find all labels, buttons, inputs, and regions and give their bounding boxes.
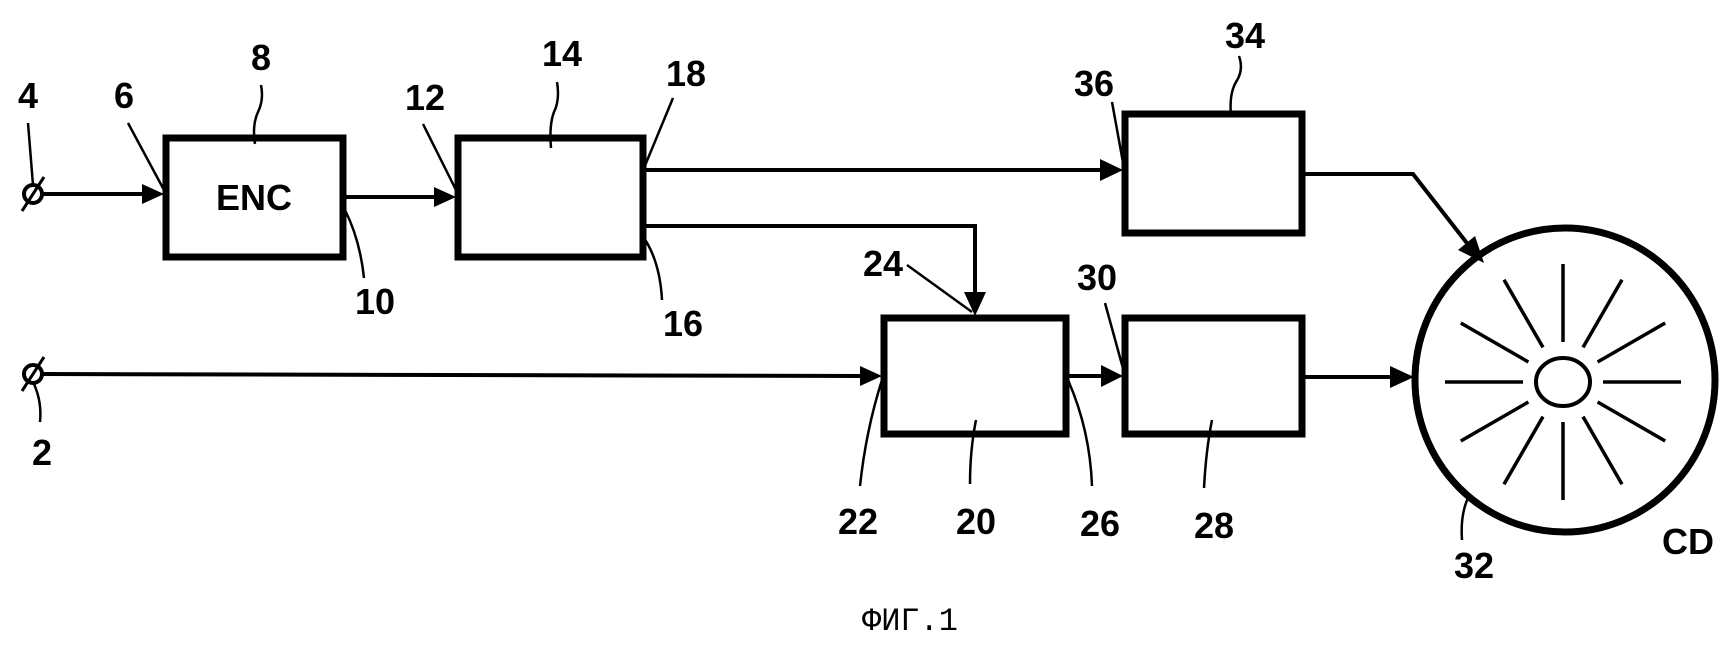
ref-10: 10 bbox=[355, 281, 395, 322]
disc-spoke bbox=[1581, 278, 1624, 349]
leader-16 bbox=[642, 237, 664, 301]
disc-spokes bbox=[1445, 264, 1681, 500]
leader-26 bbox=[1066, 379, 1094, 487]
ref-36: 36 bbox=[1074, 63, 1114, 104]
block-34 bbox=[1121, 110, 1306, 237]
ref-22: 22 bbox=[838, 501, 878, 542]
arrow-head-icon bbox=[1390, 366, 1414, 388]
block-20 bbox=[880, 314, 1070, 438]
leader-6 bbox=[126, 122, 166, 191]
terminal-slash-icon bbox=[20, 356, 46, 392]
disc-spoke bbox=[1459, 321, 1530, 364]
leader-20 bbox=[968, 419, 978, 485]
arrow-head-icon bbox=[964, 292, 986, 316]
leader-30 bbox=[1103, 302, 1126, 373]
disc-label: CD bbox=[1662, 521, 1714, 562]
leader-2 bbox=[32, 383, 42, 423]
wire-16-to-24 bbox=[643, 224, 977, 300]
leader-28 bbox=[1202, 419, 1214, 489]
leader-10 bbox=[343, 209, 366, 279]
leader-14 bbox=[549, 81, 560, 149]
leader-22 bbox=[858, 379, 884, 487]
ref-16: 16 bbox=[663, 303, 703, 344]
wire-34-to-disc bbox=[1302, 172, 1472, 249]
arrow-head-icon bbox=[1100, 159, 1123, 181]
ref-32: 32 bbox=[1454, 545, 1494, 586]
ref-24: 24 bbox=[863, 243, 903, 284]
cd-disc bbox=[1411, 224, 1719, 536]
disc-spoke bbox=[1502, 415, 1545, 486]
disc-outline bbox=[1411, 224, 1719, 536]
leader-18 bbox=[642, 97, 675, 169]
ref-28: 28 bbox=[1194, 505, 1234, 546]
ref-4: 4 bbox=[18, 75, 38, 116]
arrow-head-icon bbox=[142, 184, 164, 204]
disc-spoke bbox=[1459, 400, 1530, 443]
leader-24 bbox=[906, 263, 973, 314]
leader-8 bbox=[252, 84, 264, 145]
ref-18: 18 bbox=[666, 53, 706, 94]
terminal-slash-icon bbox=[20, 176, 46, 212]
disc-spoke bbox=[1596, 321, 1667, 364]
encoder-label: ENC bbox=[216, 177, 292, 218]
leader-32 bbox=[1460, 493, 1472, 541]
ref-26: 26 bbox=[1080, 503, 1120, 544]
ref-20: 20 bbox=[956, 501, 996, 542]
encoder-block bbox=[162, 134, 347, 261]
ref-34: 34 bbox=[1225, 15, 1265, 56]
leader-lines bbox=[26, 55, 1472, 541]
disc-spoke bbox=[1502, 278, 1545, 349]
block-14 bbox=[454, 134, 647, 261]
leader-34 bbox=[1229, 55, 1243, 117]
figure-caption: ФИГ.1 bbox=[862, 603, 958, 640]
arrow-head-icon bbox=[860, 366, 882, 386]
disc-spoke bbox=[1581, 415, 1624, 486]
arrow-head-icon bbox=[434, 187, 456, 207]
ref-30: 30 bbox=[1077, 257, 1117, 298]
ref-12: 12 bbox=[405, 77, 445, 118]
leader-4 bbox=[26, 122, 35, 186]
ref-8: 8 bbox=[251, 37, 271, 78]
wire-2-to-22 bbox=[41, 372, 867, 378]
disc-spoke bbox=[1596, 400, 1667, 443]
disc-hole-icon bbox=[1534, 356, 1592, 408]
leader-36 bbox=[1110, 101, 1126, 169]
ref-14: 14 bbox=[542, 33, 582, 74]
leader-12 bbox=[421, 123, 458, 191]
ref-6: 6 bbox=[114, 75, 134, 116]
block-28 bbox=[1121, 314, 1306, 438]
arrow-head-icon bbox=[1101, 365, 1123, 387]
input-terminal-2 bbox=[20, 356, 46, 392]
ref-2: 2 bbox=[32, 432, 52, 473]
